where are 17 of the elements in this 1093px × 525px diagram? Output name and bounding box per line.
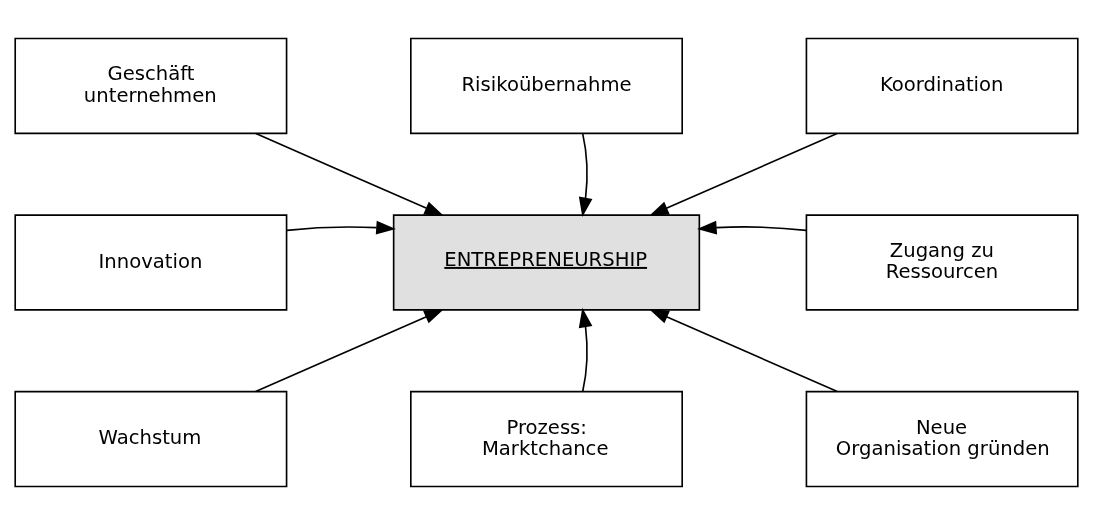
node-box: Innovation [14,214,288,311]
arrow [697,220,807,235]
arrow [649,132,838,216]
arrow [649,309,839,393]
node-box: Geschäft unternehmen [14,37,288,135]
arrow [578,132,593,218]
node-box: Wachstum [14,390,288,488]
node-box: Zugang zu Ressourcen [805,214,1079,311]
arrow [286,220,396,235]
node-box: Prozess: Marktchance [410,390,683,488]
arrow [578,307,593,393]
node-box: Risikoübernahme [410,37,683,135]
node-box: ENTREPRENEURSHIP [392,214,701,311]
arrow [255,132,444,216]
node-box: Koordination [805,37,1079,135]
arrow [254,309,444,393]
node-box: Neue Organisation gründen [805,390,1079,488]
